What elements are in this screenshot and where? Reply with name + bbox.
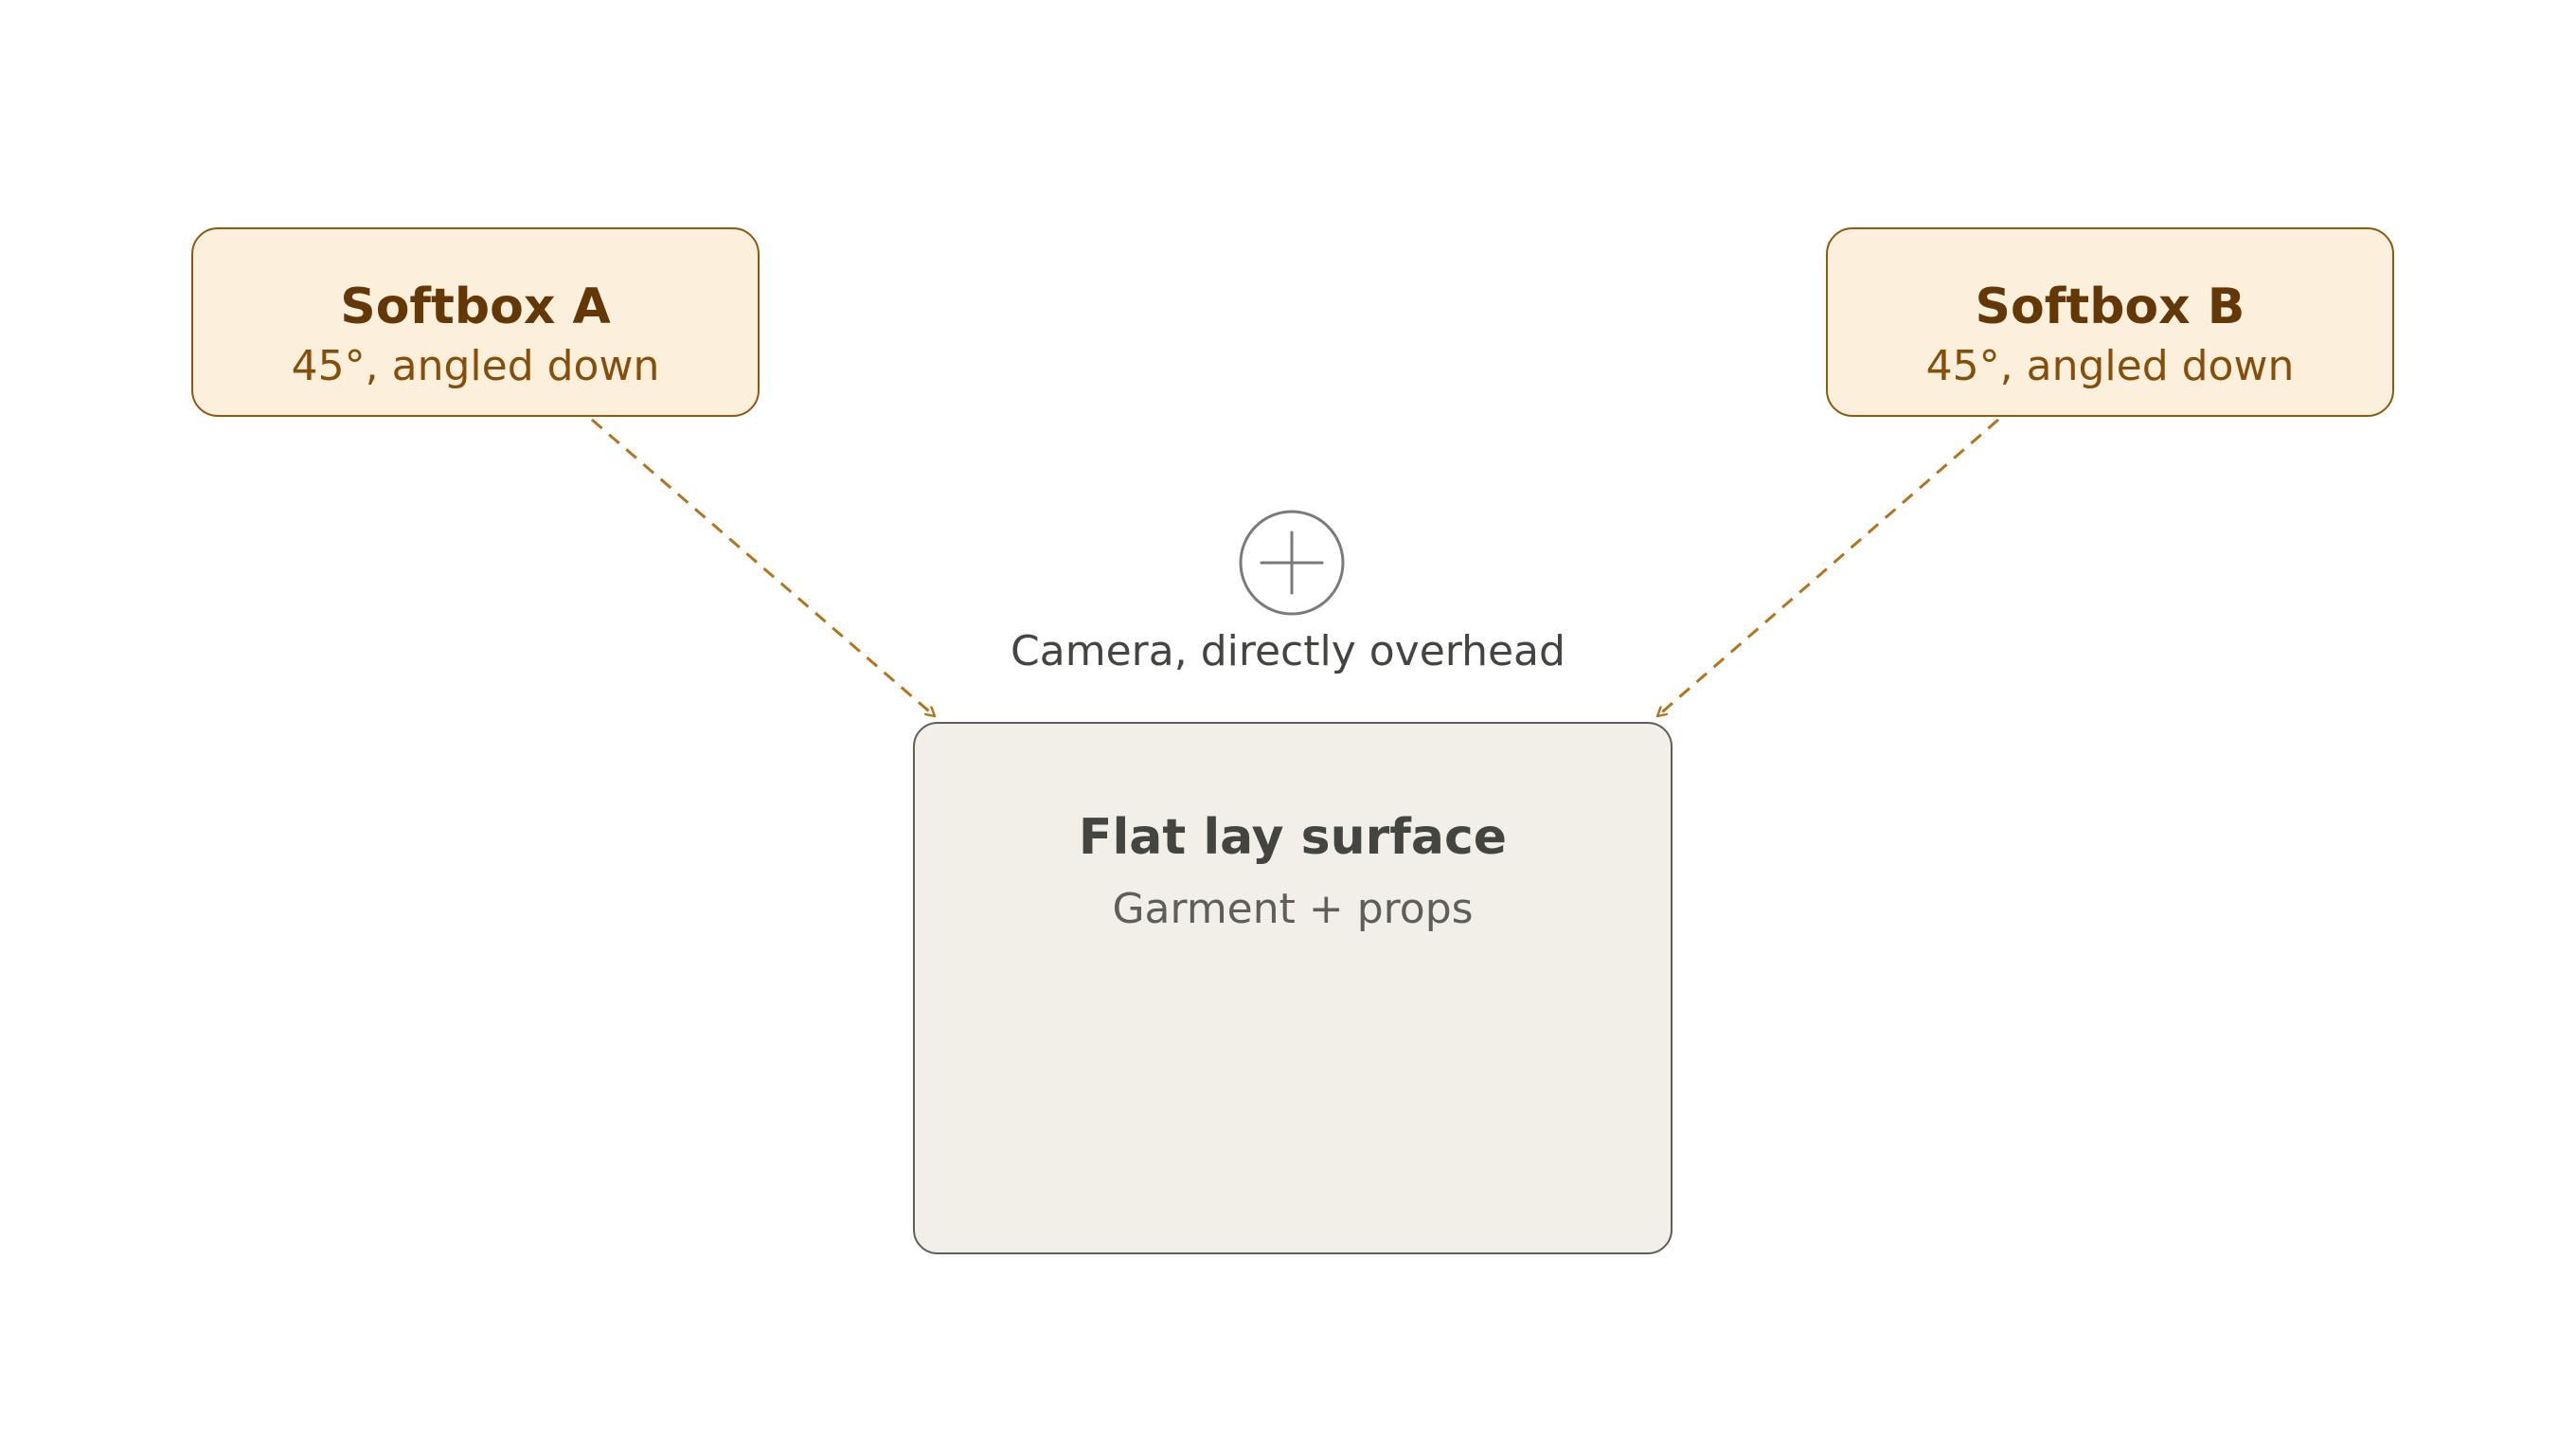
flat-lay-surface: Flat lay surface Garment + props	[913, 722, 1673, 1254]
surface-subtitle: Garment + props	[1112, 885, 1474, 933]
light-path-a-arrow	[591, 418, 935, 716]
surface-title: Flat lay surface	[1078, 809, 1508, 866]
softbox-b-angle: 45°, angled down	[1925, 342, 2295, 390]
light-path-b-arrow	[1657, 418, 1999, 716]
softbox-a: Softbox A 45°, angled down	[191, 227, 760, 417]
softbox-a-angle: 45°, angled down	[291, 342, 660, 390]
softbox-b: Softbox B 45°, angled down	[1826, 227, 2394, 417]
softbox-b-title: Softbox B	[1975, 279, 2245, 335]
softbox-a-title: Softbox A	[340, 279, 611, 335]
camera-overhead-icon	[1239, 510, 1345, 616]
camera-label: Camera, directly overhead	[1011, 627, 1565, 675]
